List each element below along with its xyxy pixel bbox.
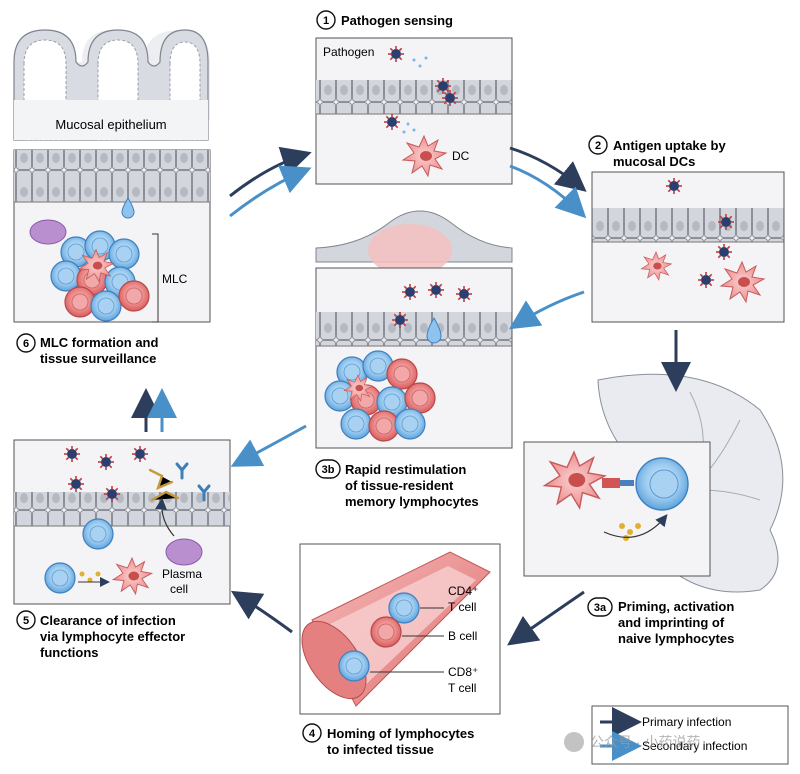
bcell-label: B cell	[448, 629, 477, 643]
svg-text:3b: 3b	[322, 464, 335, 476]
cd4-tcell-label: T cell	[448, 600, 476, 614]
legend-primary-label: Primary infection	[642, 715, 731, 729]
panel-homing: CD4⁺ T cell B cell CD8⁺ T cell	[299, 543, 501, 715]
panel-antigen-uptake	[591, 171, 785, 323]
mucosal-epithelium-label: Mucosal epithelium	[55, 117, 166, 132]
svg-text:Priming, activation: Priming, activation	[618, 599, 734, 614]
step3b-title: 3b Rapid restimulation of tissue-residen…	[315, 459, 479, 509]
plasma-cell-label-1: Plasma	[162, 567, 202, 581]
step2-title: 2 Antigen uptake by mucosal DCs	[588, 135, 726, 169]
cd8-tcell-label: T cell	[448, 681, 476, 695]
svg-text:to infected tissue: to infected tissue	[327, 742, 434, 757]
svg-text:公众号 · 小药说药: 公众号 · 小药说药	[590, 734, 700, 750]
dc-label: DC	[452, 149, 470, 163]
svg-text:tissue surveillance: tissue surveillance	[40, 351, 156, 366]
svg-text:4: 4	[309, 728, 316, 740]
panel-mlc-formation: MLC	[13, 149, 211, 323]
cd4-label: CD4⁺	[448, 584, 478, 598]
svg-text:Clearance of infection: Clearance of infection	[40, 613, 176, 628]
svg-text:and imprinting of: and imprinting of	[618, 615, 725, 630]
pathogen-label: Pathogen	[323, 45, 374, 59]
plasma-cell-label-2: cell	[170, 582, 188, 596]
legend-secondary-label: Secondary infection	[642, 739, 747, 753]
panel-priming	[523, 373, 784, 593]
svg-text:Homing of lymphocytes: Homing of lymphocytes	[327, 726, 474, 741]
svg-text:functions: functions	[40, 645, 99, 660]
panel-clearance: Plasma cell	[13, 439, 231, 605]
step4-title: 4 Homing of lymphocytes to infected tiss…	[302, 723, 474, 757]
svg-text:of tissue-resident: of tissue-resident	[345, 478, 454, 493]
svg-text:naive lymphocytes: naive lymphocytes	[618, 631, 734, 646]
svg-text:Antigen uptake by: Antigen uptake by	[613, 138, 726, 153]
panel-pathogen-sensing: Pathogen DC	[315, 37, 513, 185]
svg-text:MLC formation and: MLC formation and	[40, 335, 158, 350]
svg-text:Rapid restimulation: Rapid restimulation	[345, 462, 466, 477]
flow-arrows	[131, 146, 691, 646]
svg-text:6: 6	[23, 338, 29, 350]
panel-restimulation	[315, 210, 513, 449]
svg-text:5: 5	[23, 615, 29, 627]
watermark: 公众号 · 小药说药	[564, 732, 700, 752]
step1-title: 1 Pathogen sensing	[316, 10, 453, 30]
svg-text:3a: 3a	[594, 602, 607, 614]
step5-title: 5 Clearance of infection via lymphocyte …	[16, 610, 185, 660]
svg-text:2: 2	[595, 140, 601, 152]
mucosal-epithelium-illustration: Mucosal epithelium	[13, 29, 210, 141]
mlc-label: MLC	[162, 272, 188, 286]
svg-text:Pathogen sensing: Pathogen sensing	[341, 13, 453, 28]
legend: Primary infection Secondary infection	[591, 705, 789, 765]
step6-title: 6 MLC formation and tissue surveillance	[16, 333, 158, 366]
svg-text:memory lymphocytes: memory lymphocytes	[345, 494, 479, 509]
svg-text:mucosal DCs: mucosal DCs	[613, 154, 695, 169]
step3a-title: 3a Priming, activation and imprinting of…	[587, 597, 734, 646]
svg-text:1: 1	[323, 15, 329, 27]
cd8-label: CD8⁺	[448, 665, 478, 679]
svg-text:via lymphocyte effector: via lymphocyte effector	[40, 629, 185, 644]
